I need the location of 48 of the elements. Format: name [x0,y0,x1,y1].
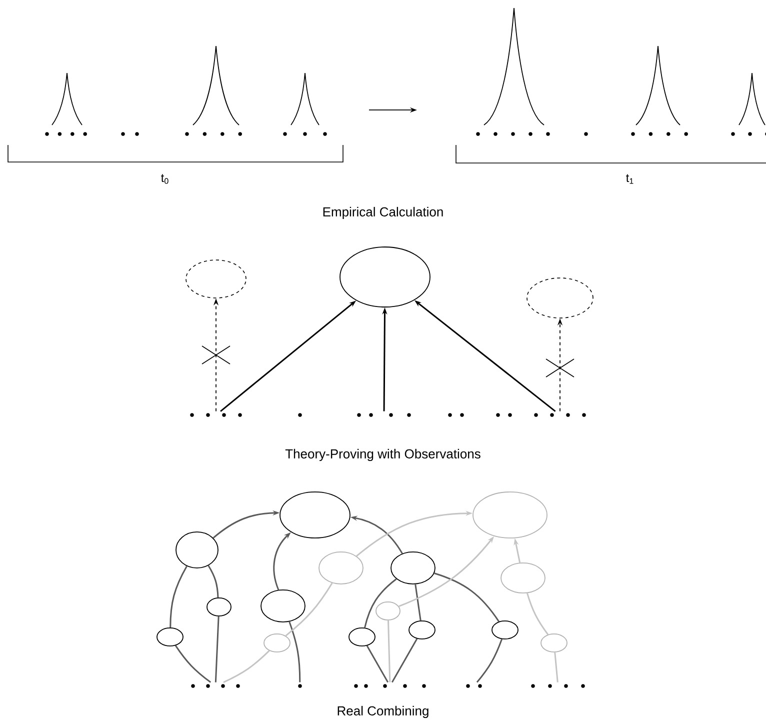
connector-line [223,650,270,683]
connector-line [208,565,219,598]
connector-line [526,592,549,635]
circle [348,628,376,646]
circle [176,532,218,568]
circle [540,634,568,652]
label-text: Theory-Proving with Observations [285,448,480,462]
dot-row [357,413,411,417]
dot-row [298,684,302,688]
dot-row [531,684,585,688]
circle [408,620,436,640]
dot-row [466,684,482,688]
connector-line [391,638,418,683]
connector-line [388,620,391,682]
circle [472,492,548,538]
dashed-circle [526,278,594,318]
connector-line [174,645,212,683]
label-text: t$_{1}$ [626,174,634,184]
circle [156,628,184,646]
connector-line [414,584,422,621]
circle [318,552,364,584]
dot-row [354,684,426,688]
circle [206,598,232,616]
connector-line [285,582,333,636]
circle [376,602,400,620]
label-text: t$_{0}$ [161,174,168,184]
connector-line [214,616,220,682]
dashed-circle [186,260,246,298]
connector-line [554,652,558,682]
label-text: Real Combining [338,706,428,718]
dot-row [298,413,302,417]
circle [390,552,436,584]
circle [500,562,546,594]
connector-line [288,622,301,682]
connector-line [366,645,389,683]
connector-line [434,572,500,622]
connector-line [476,638,503,683]
connector-line [364,578,397,628]
circle [260,590,306,622]
connector-line [170,566,188,628]
circle [340,246,430,308]
dot-row [534,413,586,417]
dot-row [190,413,242,417]
circle [264,634,290,652]
circle [492,620,518,640]
label-text: Empirical Calculation [323,206,443,220]
circle [280,492,350,538]
dot-row [191,684,240,688]
